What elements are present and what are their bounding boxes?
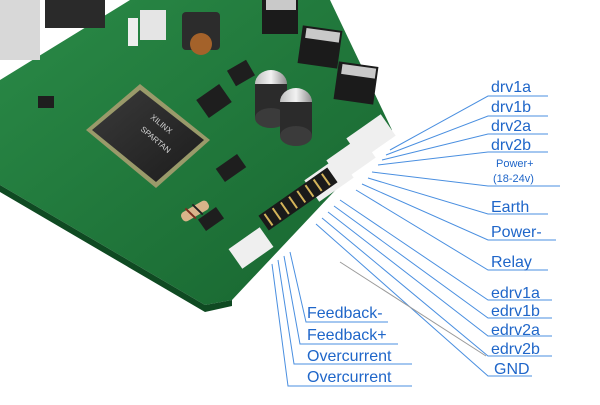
label-earth: Earth	[491, 199, 530, 216]
label-drv1a: drv1a	[491, 79, 532, 96]
label-edrv2b: edrv2b	[491, 341, 540, 358]
label-feedback-minus: Feedback-	[307, 305, 383, 322]
label-edrv1a: edrv1a	[491, 285, 540, 302]
resistor	[180, 200, 210, 222]
label-power-minus: Power-	[491, 224, 542, 241]
label-edrv1b: edrv1b	[491, 303, 540, 320]
inductor-coil	[190, 33, 212, 55]
component-block	[45, 0, 105, 28]
pcb-board	[0, 0, 392, 305]
fpga-chip: XILINX SPARTAN	[86, 84, 210, 188]
label-drv1b: drv1b	[491, 99, 532, 116]
label-overcurrent-2: Overcurrent	[307, 369, 392, 386]
label-feedback-plus: Feedback+	[307, 327, 387, 344]
label-power-plus: Power+	[496, 158, 534, 170]
callout-lines	[271, 95, 560, 387]
component-small	[140, 10, 166, 40]
label-relay: Relay	[491, 254, 532, 271]
regulators	[262, 0, 379, 105]
capacitors	[255, 70, 312, 146]
label-power-range: (18-24v)	[493, 173, 534, 185]
header-white	[128, 18, 138, 46]
label-gnd: GND	[494, 361, 530, 378]
label-overcurrent-1: Overcurrent	[307, 348, 392, 365]
label-drv2b: drv2b	[491, 137, 532, 154]
label-edrv2a: edrv2a	[491, 322, 540, 339]
usb-connector	[0, 0, 40, 60]
label-drv2a: drv2a	[491, 118, 532, 135]
small-ics	[38, 59, 256, 232]
pin-header	[258, 167, 338, 231]
relay-lead	[339, 261, 487, 357]
